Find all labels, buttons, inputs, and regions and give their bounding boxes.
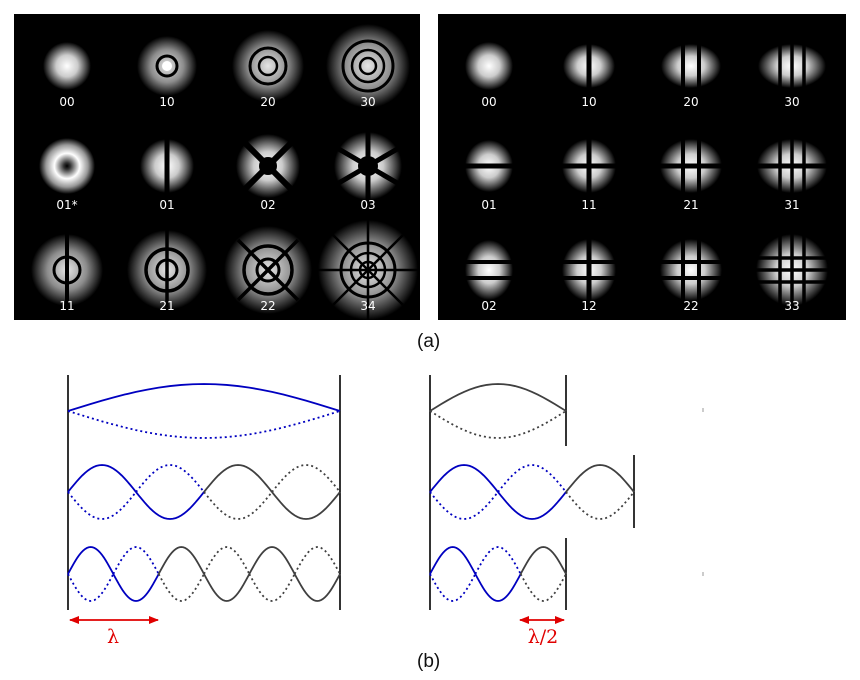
mode-lg-00 xyxy=(43,42,91,90)
lg-modes-graphic xyxy=(31,24,418,320)
wave-left-second-mode xyxy=(67,464,341,520)
wave-dotted-segment xyxy=(67,573,115,602)
mode-label: 22 xyxy=(683,299,699,313)
wave-dotted-segment xyxy=(429,491,499,520)
mode-lg-03 xyxy=(334,130,402,202)
wave-dotted-segment xyxy=(67,491,137,520)
wave-solid-segment xyxy=(67,546,115,575)
wave-solid-segment xyxy=(429,383,567,412)
mode-label: 30 xyxy=(784,95,800,109)
mode-label: 11 xyxy=(581,198,597,212)
mode-label: 02 xyxy=(260,198,276,212)
mode-label: 01 xyxy=(159,198,175,212)
wave-solid-segment xyxy=(135,491,205,520)
wave-dotted-segment xyxy=(271,464,341,493)
mode-hg-31 xyxy=(756,138,828,194)
mode-label: 20 xyxy=(260,95,276,109)
mode-lg-01-star xyxy=(39,138,95,194)
wave-dotted-segment xyxy=(135,464,205,493)
wave-dotted-segment xyxy=(157,573,205,602)
wave-dotted-segment xyxy=(203,546,251,575)
mode-label: 21 xyxy=(683,198,699,212)
mode-label: 21 xyxy=(159,299,175,313)
lambda-label: λ xyxy=(107,626,119,648)
wave-dotted-segment xyxy=(293,546,341,575)
caption-a: (a) xyxy=(417,331,441,352)
mode-hg-11 xyxy=(561,138,617,194)
wave-dotted-segment xyxy=(497,464,567,493)
wave-dotted-segment xyxy=(565,491,635,520)
wave-dotted-segment xyxy=(429,573,477,602)
wave-dotted-segment xyxy=(429,410,567,439)
mode-label: 12 xyxy=(581,299,597,313)
mode-label: 00 xyxy=(59,95,75,109)
mode-label: 10 xyxy=(581,95,597,109)
standing-waves-diagram: λ λ/2 xyxy=(67,375,704,648)
mode-hg-21 xyxy=(659,138,723,194)
mode-lg-21 xyxy=(127,230,207,310)
wave-dotted-segment xyxy=(67,410,341,439)
mode-lg-22 xyxy=(224,226,312,314)
wave-solid-segment xyxy=(429,546,477,575)
wave-right-short-cavity-2 xyxy=(429,546,567,602)
caption-b: (b) xyxy=(417,651,441,672)
mode-label: 22 xyxy=(260,299,276,313)
hg-modes-graphic xyxy=(463,42,828,306)
wave-dotted-segment xyxy=(203,491,273,520)
mode-hg-30 xyxy=(758,42,826,90)
wave-solid-segment xyxy=(519,546,567,575)
hg-modes-panel: 00 10 20 30 01 11 21 31 02 12 22 33 xyxy=(438,14,846,320)
mode-hg-20 xyxy=(661,42,721,90)
wave-dotted-segment xyxy=(248,573,296,602)
wave-solid-segment xyxy=(497,491,567,520)
mode-lg-20 xyxy=(232,30,304,102)
mode-label: 20 xyxy=(683,95,699,109)
wave-solid-segment xyxy=(203,573,251,602)
wave-solid-segment xyxy=(248,546,296,575)
mode-lg-30 xyxy=(326,24,410,108)
wave-dotted-segment xyxy=(474,546,522,575)
mode-label: 30 xyxy=(360,95,376,109)
wave-solid-segment xyxy=(429,464,499,493)
wave-solid-segment xyxy=(293,573,341,602)
mode-label: 01* xyxy=(56,198,78,212)
mode-lg-02 xyxy=(236,134,300,198)
mode-label: 31 xyxy=(784,198,800,212)
mode-label: 03 xyxy=(360,198,376,212)
wave-solid-segment xyxy=(565,464,635,493)
wave-dotted-segment xyxy=(519,573,567,602)
mode-hg-22 xyxy=(659,238,723,302)
wave-left-third-mode xyxy=(67,546,341,602)
mode-hg-10 xyxy=(563,42,615,90)
lg-modes-panel: 00 10 20 30 01* 01 02 03 11 21 22 34 xyxy=(14,14,420,320)
mode-hg-01 xyxy=(463,140,515,192)
wave-solid-segment xyxy=(203,464,273,493)
mode-label: 01 xyxy=(481,198,497,212)
mode-label: 11 xyxy=(59,299,75,313)
mode-hg-33 xyxy=(756,234,828,306)
wave-left-fundamental xyxy=(67,383,341,439)
wave-right-long-cavity xyxy=(429,464,635,520)
wave-right-short-cavity-1 xyxy=(429,383,567,439)
wave-dotted-segment xyxy=(112,546,160,575)
mode-label: 10 xyxy=(159,95,175,109)
mode-lg-10 xyxy=(137,36,197,96)
mode-lg-01 xyxy=(140,136,194,196)
wave-solid-segment xyxy=(474,573,522,602)
wave-solid-segment xyxy=(271,491,341,520)
mode-label: 00 xyxy=(481,95,497,109)
mode-lg-34 xyxy=(318,220,418,320)
wave-solid-segment xyxy=(67,464,137,493)
mode-label: 02 xyxy=(481,299,497,313)
half-lambda-label: λ/2 xyxy=(528,626,559,648)
wave-solid-segment xyxy=(157,546,205,575)
mode-label: 33 xyxy=(784,299,800,313)
mode-lg-11 xyxy=(31,234,103,306)
mode-hg-00 xyxy=(465,42,513,90)
mode-hg-02 xyxy=(463,240,515,300)
wave-solid-segment xyxy=(67,383,341,412)
mode-hg-12 xyxy=(561,238,617,302)
wave-solid-segment xyxy=(112,573,160,602)
mode-label: 34 xyxy=(360,299,376,313)
